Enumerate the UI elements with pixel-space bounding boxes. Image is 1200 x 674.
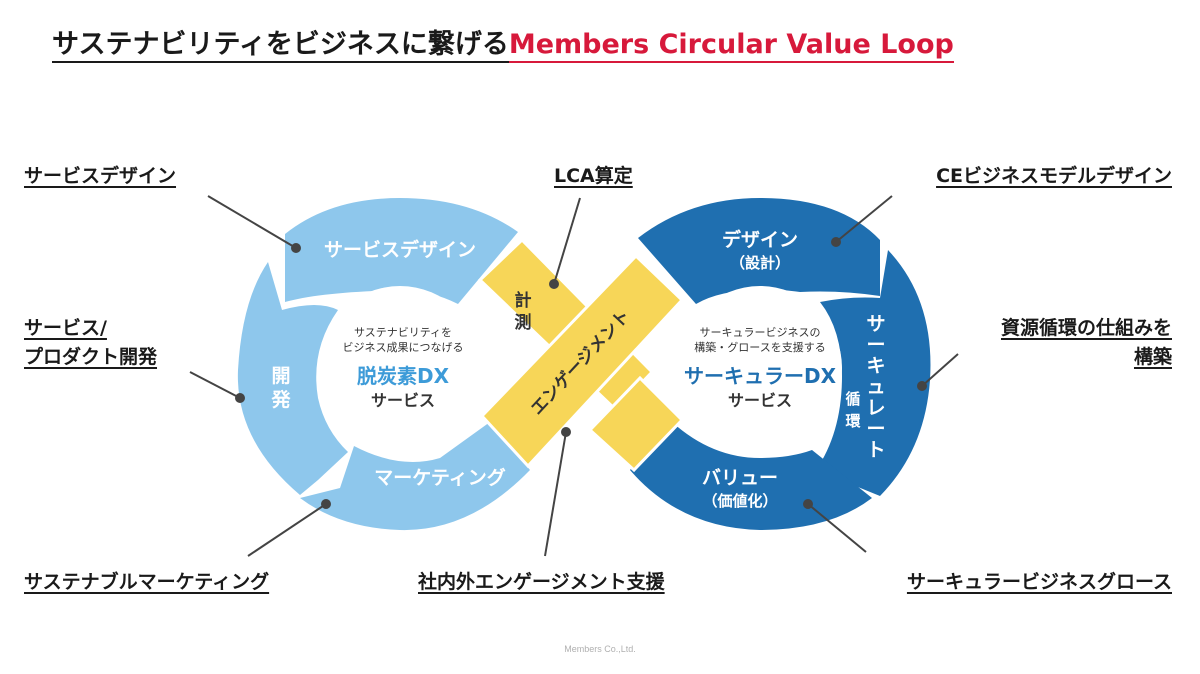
left-segment-top-label: サービスデザイン (324, 238, 476, 261)
left-loop-segment-left (237, 262, 348, 495)
right-segment-top-label: デザイン (722, 228, 798, 251)
page-title: サステナビリティをビジネスに繋げるMembers Circular Value … (52, 22, 954, 63)
center-x-measure-label-2: 測 (515, 312, 532, 333)
callout-line-bottom-left (247, 503, 327, 557)
center-x: 計 測 エンゲージメント (477, 237, 685, 473)
left-center-title: 脱炭素DX (357, 364, 450, 388)
right-loop-segment-top (638, 198, 880, 304)
right-center-title: サーキュラーDX (684, 364, 837, 388)
left-loop-segment-top (285, 198, 518, 304)
left-loop-segment-bottom (300, 422, 530, 531)
callout-circular-growth: サーキュラービジネスグロース (906, 571, 1172, 593)
callout-dot-top-center (549, 279, 559, 289)
left-loop: サービスデザイン 開 発 マーケティング サステナビリティを ビジネス成果につな… (237, 198, 530, 531)
left-segment-left-label-2: 発 (270, 388, 291, 411)
left-center-line2: ビジネス成果につなげる (343, 341, 464, 354)
callout-line-mid-right (921, 353, 959, 387)
callout-dot-mid-left (235, 393, 245, 403)
callout-service-product-1: サービス/ (24, 317, 107, 339)
right-loop: デザイン （設計） サーキュレート 循環 バリュー （価値化） サーキュラービジ… (630, 198, 931, 530)
right-center-line2: 構築・グロースを支援する (694, 340, 825, 354)
callout-dot-bottom-center (561, 427, 571, 437)
callout-dot-bottom-left (321, 499, 331, 509)
right-segment-bottom-sub: （価値化） (702, 492, 777, 510)
callout-service-design: サービスデザイン (24, 165, 177, 187)
callout-line-top-left (207, 195, 297, 249)
callout-dot-top-right (831, 237, 841, 247)
center-x-band-lower-right (587, 375, 685, 473)
callout-resource-circulation-1: 資源循環の仕組みを (1000, 317, 1172, 339)
callout-dot-bottom-right (803, 499, 813, 509)
left-center-subtitle: サービス (371, 391, 435, 410)
left-center-line1: サステナビリティを (354, 326, 452, 339)
callout-line-bottom-right (807, 503, 867, 553)
callout-line-mid-left (189, 371, 241, 399)
callout-line-bottom-center (544, 431, 567, 557)
callout-line-top-right (835, 195, 893, 243)
callout-service-product-2: プロダクト開発 (24, 346, 158, 368)
right-loop-segment-right (816, 250, 931, 496)
footer-copyright: Members Co.,Ltd. (564, 644, 636, 654)
callout-dot-top-left (291, 243, 301, 253)
callout-lines (189, 195, 959, 557)
callout-engagement-support: 社内外エンゲージメント支援 (418, 571, 665, 593)
callout-dot-mid-right (917, 381, 927, 391)
right-center-line1: サーキュラービジネスの (700, 326, 821, 339)
right-segment-bottom-label: バリュー (702, 467, 778, 489)
callout-line-top-center (553, 197, 581, 285)
callout-ce-business-model: CEビジネスモデルデザイン (936, 165, 1172, 187)
callout-lca: LCA算定 (554, 165, 633, 187)
left-segment-left-label-1: 開 (271, 365, 290, 387)
center-x-band-engagement (479, 253, 685, 469)
title-main: サステナビリティをビジネスに繋げる (52, 29, 509, 63)
title-accent: Members Circular Value Loop (508, 29, 954, 63)
right-loop-center (678, 286, 842, 450)
center-x-measure-label-1: 計 (515, 290, 532, 311)
right-segment-right-sub: 循環 (845, 390, 861, 430)
right-center-subtitle: サービス (728, 391, 792, 410)
callout-sustainable-marketing: サステナブルマーケティング (24, 571, 270, 593)
right-segment-right-label: サーキュレート (866, 313, 885, 461)
right-segment-top-sub: （設計） (730, 254, 790, 272)
callout-resource-circulation-2: 構築 (1133, 346, 1172, 368)
left-segment-bottom-label: マーケティング (374, 466, 505, 489)
left-loop-center (318, 286, 482, 450)
